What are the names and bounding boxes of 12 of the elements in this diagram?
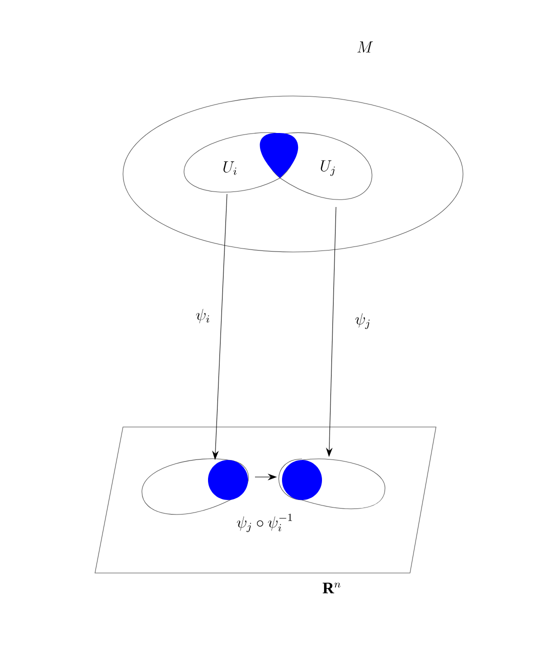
edge-label: $\psi_j$ <box>355 313 370 329</box>
overlap-disk <box>208 460 248 500</box>
loop-outline <box>142 458 249 515</box>
loop-outline <box>278 458 386 510</box>
overlap-region <box>260 133 298 178</box>
ellipse-label: $M$ <box>357 42 373 52</box>
set-label: $U_i$ <box>224 161 236 175</box>
set-label: $U_j$ <box>320 160 335 176</box>
edge-label: $\psi_i$ <box>196 308 210 324</box>
edge-label: $\psi_j \circ \psi_i^{-1}$ <box>236 514 292 532</box>
plane-label: $\mathbf{R}^n$ <box>322 582 341 594</box>
overlap-disk <box>282 460 322 500</box>
